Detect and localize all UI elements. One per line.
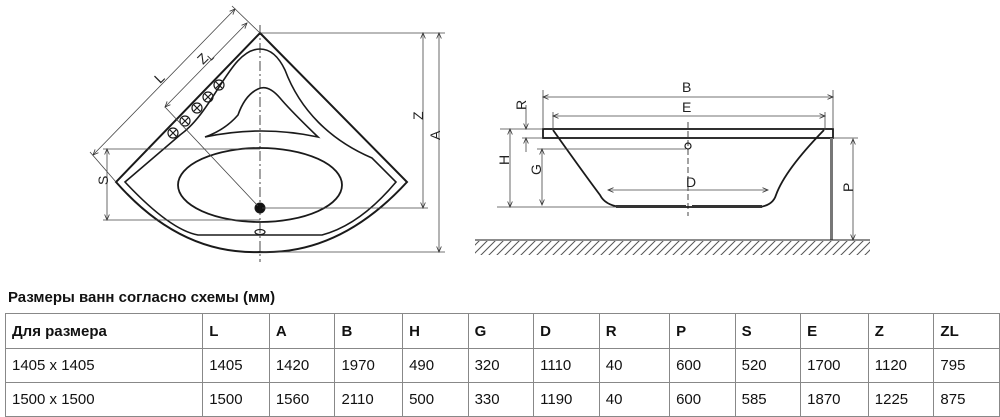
label-D: D — [686, 174, 696, 190]
value-cell: 795 — [933, 348, 1000, 383]
label-E: E — [682, 99, 691, 115]
label-B: B — [682, 79, 691, 95]
label-ZL: ZL — [194, 46, 216, 68]
header-cell: Для размера — [4, 313, 204, 349]
tub-feet — [616, 205, 686, 208]
tub-outline — [114, 31, 409, 254]
label-P: P — [840, 183, 856, 192]
header-cell: P — [669, 313, 736, 349]
value-cell: 600 — [669, 348, 736, 383]
value-cell: 1190 — [533, 382, 600, 417]
header-cell: G — [467, 313, 535, 349]
value-cell: 330 — [467, 382, 535, 417]
value-cell: 320 — [467, 348, 535, 383]
value-cell: 500 — [402, 382, 469, 417]
header-cell: ZL — [933, 313, 1000, 349]
value-cell: 40 — [598, 348, 671, 383]
value-cell: 600 — [669, 382, 736, 417]
size-cell: 1500 x 1500 — [4, 382, 204, 417]
seat — [204, 86, 321, 139]
value-cell: 1870 — [800, 382, 869, 417]
value-cell: 1560 — [268, 382, 336, 417]
floor — [475, 241, 870, 255]
label-A: A — [427, 130, 443, 140]
value-cell: 1225 — [867, 382, 935, 417]
label-L: L — [151, 69, 168, 86]
header-cell: Z — [867, 313, 935, 349]
value-cell: 875 — [933, 382, 1000, 417]
header-cell: A — [268, 313, 336, 349]
table-title: Размеры ванн согласно схемы (мм) — [8, 289, 276, 306]
value-cell: 40 — [598, 382, 671, 417]
value-cell: 1120 — [867, 348, 935, 383]
header-cell: B — [334, 313, 404, 349]
table-header-row: Для размера L A B H G D R P S E Z ZL — [4, 313, 1000, 349]
value-cell: 2110 — [334, 382, 404, 417]
label-Z: Z — [410, 111, 426, 120]
top-view: L ZL Z A S — [89, 5, 445, 262]
tub-body — [552, 129, 825, 208]
size-cell: 1405 x 1405 — [4, 348, 204, 383]
table-row: 1405 x 1405 1405 1420 1970 490 320 1110 … — [4, 348, 1000, 383]
table-row: 1500 x 1500 1500 1560 2110 500 330 1190 … — [4, 382, 1000, 417]
header-cell: H — [402, 313, 469, 349]
header-cell: E — [800, 313, 869, 349]
value-cell: 1500 — [202, 382, 270, 417]
jets — [167, 79, 225, 139]
value-cell: 585 — [734, 382, 802, 417]
value-cell: 1700 — [800, 348, 869, 383]
bathtub-diagram: L ZL Z A S B E D — [89, 5, 870, 262]
header-cell: L — [202, 313, 270, 349]
label-R: R — [513, 100, 529, 110]
value-cell: 1405 — [202, 348, 270, 383]
header-cell: R — [598, 313, 671, 349]
label-S: S — [95, 176, 111, 185]
header-cell: D — [533, 313, 600, 349]
dimensions-table: Для размера L A B H G D R P S E Z ZL 140… — [4, 313, 1000, 417]
support-leg — [830, 138, 833, 240]
value-cell: 1420 — [268, 348, 336, 383]
value-cell: 1110 — [533, 348, 600, 383]
value-cell: 490 — [402, 348, 469, 383]
value-cell: 1970 — [334, 348, 404, 383]
side-view: B E D R H G P — [475, 79, 870, 255]
label-H: H — [496, 155, 512, 165]
label-G: G — [528, 164, 544, 175]
tub-rim — [542, 128, 834, 139]
value-cell: 520 — [734, 348, 802, 383]
header-cell: S — [734, 313, 802, 349]
